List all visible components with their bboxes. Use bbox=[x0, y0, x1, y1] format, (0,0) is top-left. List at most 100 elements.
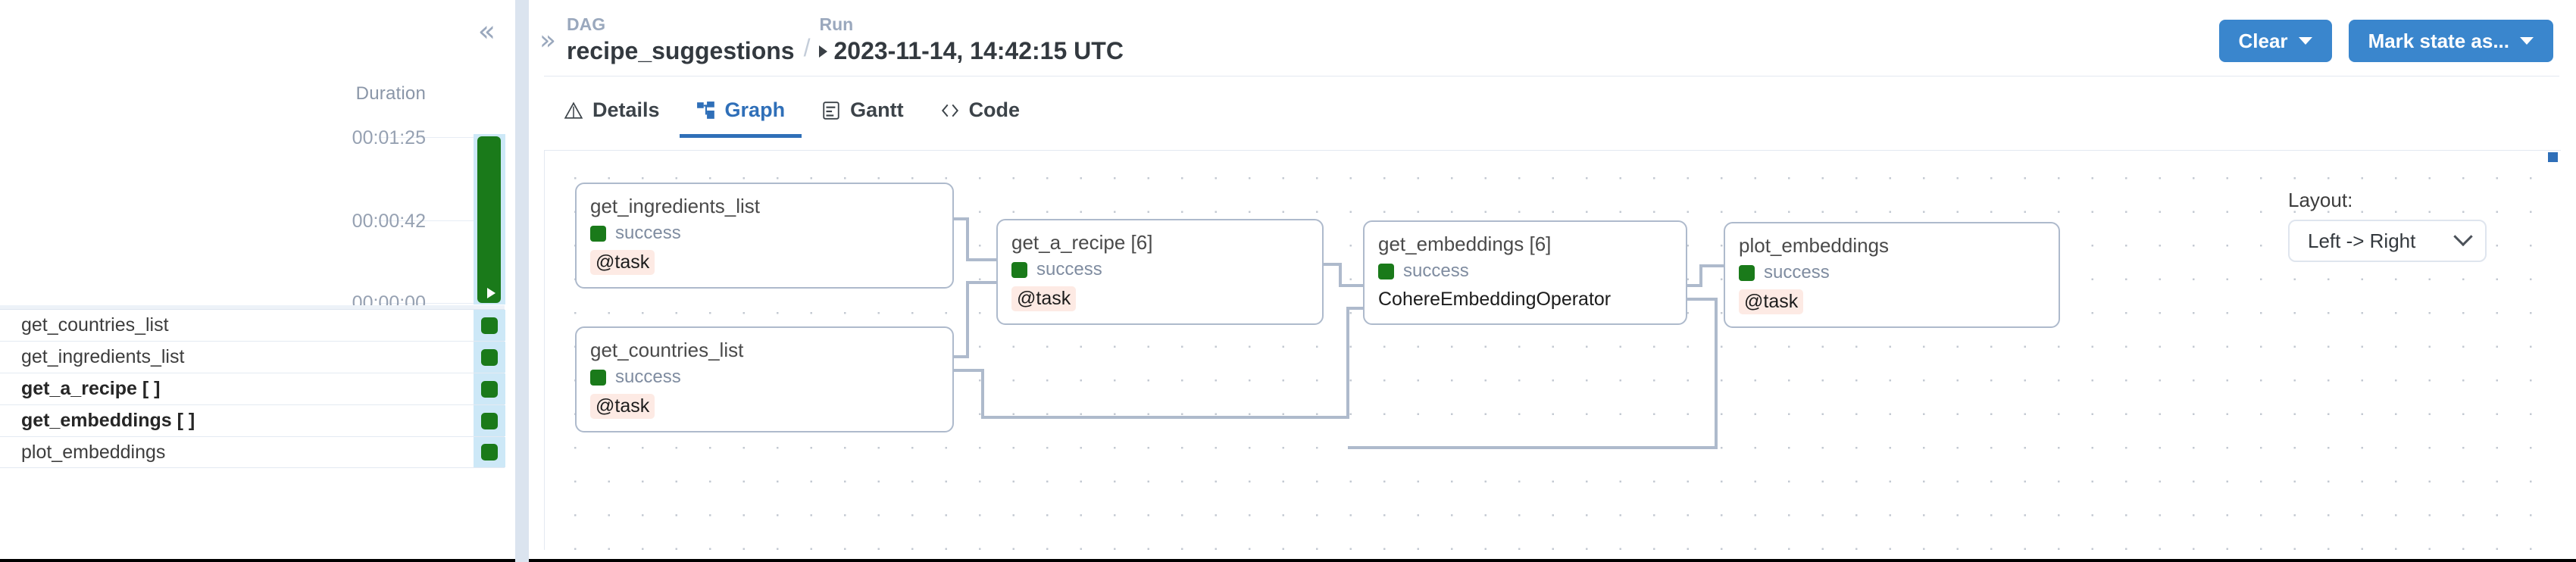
canvas-scroll-indicator[interactable] bbox=[2548, 152, 2558, 162]
task-row-label: plot_embeddings bbox=[21, 441, 166, 463]
tab-graph[interactable]: Graph bbox=[679, 91, 802, 138]
breadcrumb-dag-kicker: DAG bbox=[567, 14, 606, 34]
clear-button[interactable]: Clear bbox=[2218, 20, 2332, 62]
dag-run-detail-panel: » DAG recipe_suggestions / Run 2023-11-1… bbox=[529, 0, 2576, 562]
tab-gantt[interactable]: Gantt bbox=[805, 91, 921, 138]
graph-node-state-label: success bbox=[1764, 262, 1830, 283]
breadcrumb-run-value: 2023-11-14, 14:42:15 UTC bbox=[833, 36, 1124, 64]
dag-run-duration-bar[interactable] bbox=[477, 136, 501, 303]
breadcrumb-run-value-wrap[interactable]: 2023-11-14, 14:42:15 UTC bbox=[819, 36, 1124, 66]
status-square-success bbox=[1011, 261, 1027, 278]
duration-column-header: Duration bbox=[355, 83, 426, 104]
dag-run-duration-bar-cell[interactable] bbox=[474, 134, 505, 304]
mark-state-as-button[interactable]: Mark state as... bbox=[2348, 20, 2553, 62]
graph-node-type: CohereEmbeddingOperator bbox=[1378, 289, 1612, 311]
graph-node-state: success bbox=[590, 223, 939, 244]
triangle-alert-icon bbox=[564, 101, 583, 120]
graph-nodes-icon bbox=[696, 101, 716, 120]
gantt-doc-icon bbox=[821, 101, 841, 120]
breadcrumb-dag-name[interactable]: recipe_suggestions bbox=[567, 36, 795, 64]
window-bottom-edge bbox=[0, 559, 2576, 562]
graph-node-type: @task bbox=[1011, 286, 1077, 312]
graph-node-type: @task bbox=[590, 250, 655, 276]
status-square-success bbox=[1378, 263, 1394, 279]
breadcrumb-run-kicker: Run bbox=[819, 14, 854, 34]
play-triangle-icon bbox=[487, 288, 496, 298]
status-square-success bbox=[481, 317, 498, 334]
dag-graph-canvas[interactable]: get_ingredients_list success @task get_c… bbox=[544, 150, 2561, 550]
graph-node-type: @task bbox=[590, 394, 655, 420]
clear-button-label: Clear bbox=[2238, 29, 2288, 52]
expand-panel-icon[interactable]: » bbox=[539, 25, 557, 56]
grid-panel: « Duration 00:01:25 00:00:42 00:00:00 ge… bbox=[0, 0, 515, 562]
grid-rows-spacer bbox=[0, 305, 505, 310]
caret-down-icon bbox=[2298, 37, 2312, 45]
graph-node-get-embeddings[interactable]: get_embeddings [6] success CohereEmbeddi… bbox=[1363, 220, 1687, 326]
layout-selector: Layout: Left -> Right bbox=[2288, 189, 2508, 262]
graph-node-state: success bbox=[590, 367, 939, 388]
graph-node-state-label: success bbox=[615, 223, 681, 244]
collapse-panel-icon[interactable]: « bbox=[477, 14, 496, 48]
task-state-cell[interactable] bbox=[474, 373, 505, 404]
graph-node-state-label: success bbox=[1036, 259, 1102, 280]
breadcrumb-dag: DAG recipe_suggestions bbox=[567, 14, 795, 66]
task-state-cell[interactable] bbox=[474, 310, 505, 341]
task-row[interactable]: plot_embeddings bbox=[0, 436, 505, 468]
status-square-success bbox=[590, 225, 606, 242]
graph-node-state: success bbox=[1378, 261, 1672, 282]
graph-node-title: plot_embeddings bbox=[1739, 234, 1890, 257]
task-state-cell[interactable] bbox=[474, 437, 505, 467]
run-actions: Clear Mark state as... bbox=[2218, 20, 2553, 62]
run-caret-icon bbox=[819, 45, 828, 58]
task-state-cell[interactable] bbox=[474, 342, 505, 373]
status-square-success bbox=[590, 369, 606, 386]
task-row-label: get_ingredients_list bbox=[21, 346, 185, 367]
panel-resize-handle[interactable] bbox=[515, 0, 529, 562]
status-square-success bbox=[1739, 264, 1755, 281]
code-brackets-icon bbox=[940, 101, 960, 120]
status-square-success bbox=[481, 412, 498, 429]
graph-edges bbox=[954, 217, 1724, 449]
tab-graph-label: Graph bbox=[724, 98, 786, 121]
layout-select-dropdown[interactable]: Left -> Right bbox=[2288, 220, 2487, 262]
status-square-success bbox=[481, 348, 498, 366]
task-row[interactable]: get_countries_list bbox=[0, 309, 505, 341]
tab-code-label: Code bbox=[968, 98, 1021, 121]
task-row-label: get_countries_list bbox=[21, 314, 169, 336]
graph-node-get-countries-list[interactable]: get_countries_list success @task bbox=[575, 326, 954, 433]
status-square-success bbox=[481, 444, 498, 461]
graph-node-get-a-recipe[interactable]: get_a_recipe [6] success @task bbox=[996, 219, 1324, 326]
graph-node-title: get_countries_list bbox=[590, 339, 744, 361]
status-square-success bbox=[481, 380, 498, 398]
graph-node-plot-embeddings[interactable]: plot_embeddings success @task bbox=[1724, 222, 2060, 329]
layout-select-value: Left -> Right bbox=[2308, 229, 2416, 252]
tab-gantt-label: Gantt bbox=[850, 98, 904, 121]
task-state-cell[interactable] bbox=[474, 405, 505, 436]
chevron-down-icon bbox=[2453, 226, 2473, 247]
task-row-label: get_embeddings [ ] bbox=[21, 410, 195, 431]
graph-node-title: get_a_recipe [6] bbox=[1011, 231, 1153, 254]
detail-tabs: Details Graph Gantt bbox=[547, 91, 1036, 138]
graph-node-title: get_ingredients_list bbox=[590, 195, 761, 217]
tab-details-label: Details bbox=[592, 98, 660, 121]
graph-node-get-ingredients-list[interactable]: get_ingredients_list success @task bbox=[575, 183, 954, 289]
caret-down-icon bbox=[2520, 37, 2534, 45]
task-row[interactable]: get_a_recipe [ ] bbox=[0, 373, 505, 404]
graph-node-type: @task bbox=[1739, 289, 1804, 315]
mark-state-as-button-label: Mark state as... bbox=[2368, 29, 2509, 52]
tab-code[interactable]: Code bbox=[924, 91, 1037, 138]
graph-node-state: success bbox=[1739, 262, 2045, 283]
duration-axis-tick-max: 00:01:25 bbox=[352, 127, 426, 148]
duration-axis-tick-mid: 00:00:42 bbox=[352, 211, 426, 232]
task-row-label: get_a_recipe [ ] bbox=[21, 378, 161, 399]
tab-details[interactable]: Details bbox=[547, 91, 677, 138]
layout-selector-label: Layout: bbox=[2288, 189, 2353, 211]
task-instance-rows: get_countries_list get_ingredients_list … bbox=[0, 309, 505, 468]
graph-node-state: success bbox=[1011, 259, 1308, 280]
breadcrumb-separator: / bbox=[803, 34, 811, 62]
task-row[interactable]: get_ingredients_list bbox=[0, 341, 505, 373]
breadcrumb-run: Run 2023-11-14, 14:42:15 UTC bbox=[819, 14, 1124, 66]
task-row[interactable]: get_embeddings [ ] bbox=[0, 404, 505, 436]
graph-node-state-label: success bbox=[615, 367, 681, 388]
